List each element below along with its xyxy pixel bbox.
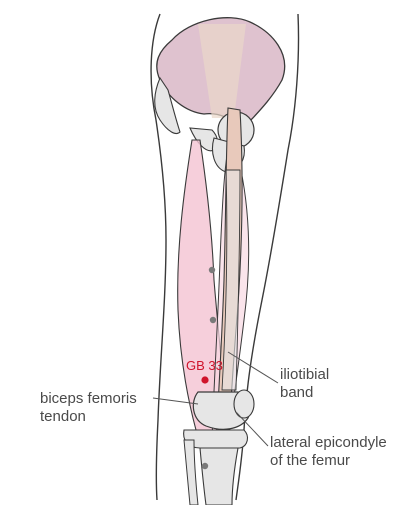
- fibula: [183, 439, 199, 505]
- leader-biceps: [152, 397, 199, 405]
- gb33-point: [201, 376, 209, 384]
- tibia: [199, 447, 239, 505]
- marker-middle: [209, 316, 217, 324]
- leg-outline: [150, 13, 167, 501]
- epicondyle-line2: of the femur: [270, 452, 351, 469]
- iliotibial-line2: band: [280, 384, 314, 401]
- tibia-plateau: [183, 429, 249, 449]
- marker-upper: [208, 266, 216, 274]
- biceps-line2: tendon: [40, 408, 86, 425]
- epicondyle-line1: lateral epicondyle: [270, 434, 387, 451]
- leader-epicondyle: [235, 411, 269, 447]
- iliotibial-line1: iliotibial: [280, 366, 330, 383]
- biceps-femoris-tendon-label: biceps femoris tendon: [40, 390, 137, 426]
- pelvis-highlight: [198, 24, 246, 118]
- ischium: [154, 76, 181, 135]
- marker-lower: [201, 462, 209, 470]
- leader-iliotibial: [227, 351, 279, 384]
- lateral-epicondyle-label: lateral epicondyle of the femur: [270, 434, 387, 470]
- femur-shaft: [221, 169, 241, 391]
- iliotibial-band-label: iliotibial band: [280, 366, 329, 402]
- gb33-label: GB 33: [186, 358, 223, 373]
- patella: [233, 389, 255, 419]
- biceps-line1: biceps femoris: [40, 390, 137, 407]
